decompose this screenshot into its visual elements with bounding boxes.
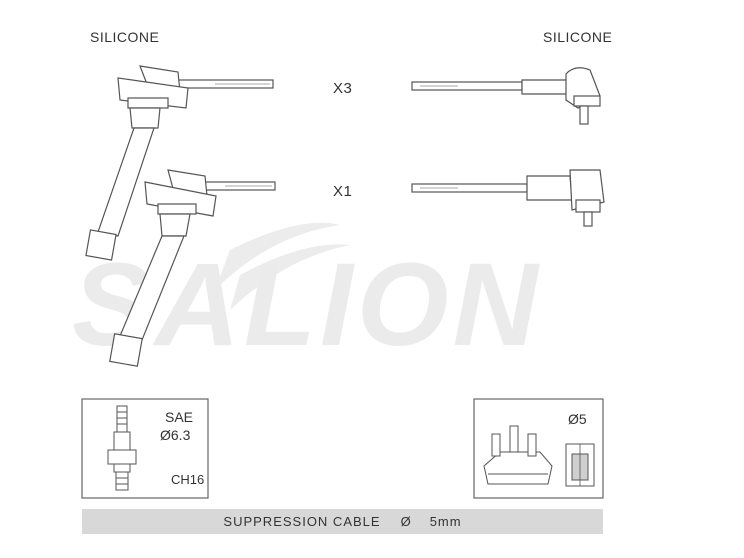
suppression-cable-bar: SUPPRESSION CABLE Ø 5mm bbox=[82, 509, 603, 534]
terminal-section-icon bbox=[565, 443, 595, 487]
quantity-top-label: X3 bbox=[333, 80, 353, 97]
plug-code-label: CH16 bbox=[171, 472, 205, 487]
terminal-size-label: Ø5 bbox=[568, 411, 587, 427]
footer-label: SUPPRESSION CABLE bbox=[223, 514, 381, 529]
plug-thread-label: Ø6.3 bbox=[160, 427, 191, 443]
right-boot-top bbox=[411, 67, 601, 125]
distributor-cap-icon bbox=[483, 425, 553, 485]
left-material-label: SILICONE bbox=[90, 29, 160, 45]
spark-plug-icon bbox=[107, 405, 137, 491]
quantity-bottom-label: X1 bbox=[333, 183, 353, 200]
left-boot-short bbox=[109, 169, 276, 367]
right-boot-bottom bbox=[411, 169, 605, 227]
spark-plug-box bbox=[81, 398, 209, 499]
left-boot-long bbox=[85, 65, 274, 261]
diameter-symbol: Ø bbox=[400, 514, 412, 529]
distributor-box bbox=[473, 398, 604, 499]
footer-value: 5mm bbox=[429, 514, 462, 529]
plug-standard-label: SAE bbox=[165, 409, 194, 425]
right-material-label: SILICONE bbox=[543, 29, 613, 45]
